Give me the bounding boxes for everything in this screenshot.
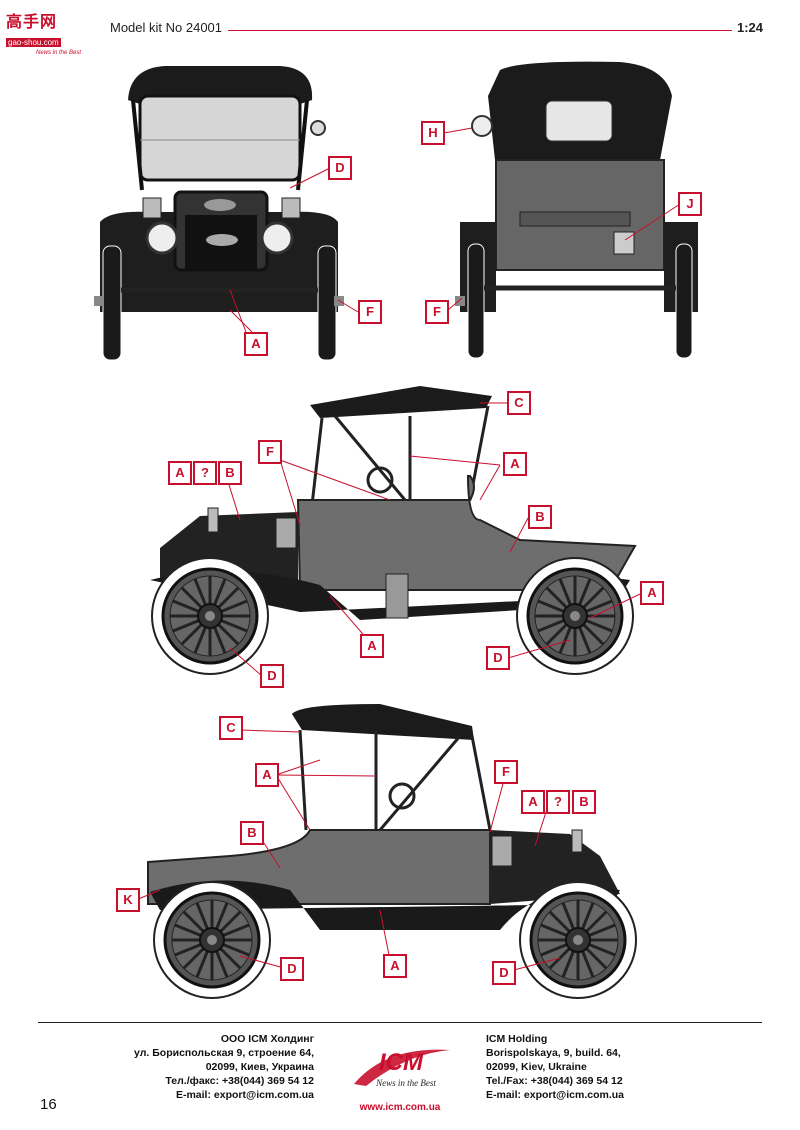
callout-rear-j: J [678,192,702,216]
callout-side2-a-top: A [255,763,279,787]
site-logo: 高手网 gao-shou.com News in the Best [6,8,98,56]
callout-side2-b-lamp: B [572,790,596,814]
side-view-2 [147,704,638,1000]
address-ru-line: 02099, Киев, Украина [205,1061,314,1073]
callout-side1-a-lamp: A [168,461,192,485]
address-ru-line: ул. Бориспольская 9, строение 64, [134,1047,314,1059]
callout-rear-f: F [425,300,449,324]
page-title: Model kit No 24001 [110,20,223,35]
website-link[interactable]: www.icm.com.ua [359,1102,441,1113]
address-russian: ООО ICM Холдинг ул. Бориспольская 9, стр… [134,1032,314,1102]
callout-side2-question: ? [546,790,570,814]
callout-side2-b-body: B [240,821,264,845]
callout-rear-h: H [421,121,445,145]
callout-side1-c: C [507,391,531,415]
side-view-1 [150,386,637,676]
callout-side2-c: C [219,716,243,740]
callout-side1-f: F [258,440,282,464]
icm-logo: ICM News in the Best [346,1044,456,1090]
callout-front-f: F [358,300,382,324]
callout-side2-a-frame: A [383,954,407,978]
address-en-line: E-mail: export@icm.com.ua [486,1089,625,1101]
callout-side1-d-rear: D [486,646,510,670]
callout-front-a: A [244,332,268,356]
callout-side1-a-top: A [503,452,527,476]
icm-logo-text: ICM [379,1049,424,1076]
callout-side2-f: F [494,760,518,784]
callout-side1-b-body: B [528,505,552,529]
callout-side2-d-rear: D [280,957,304,981]
callout-side1-a-frame: A [360,634,384,658]
address-ru-line: Тел./факс: +38(044) 369 54 12 [165,1075,314,1087]
address-en-line: 02099, Kiev, Ukraine [486,1061,587,1073]
callout-side2-a-lamp: A [521,790,545,814]
site-logo-tagline: News in the Best [36,50,82,56]
callout-side2-d-front: D [492,961,516,985]
rear-view [455,61,698,359]
page-number: 16 [40,1096,57,1113]
callout-side2-k: K [116,888,140,912]
address-ru-line: E-mail: export@icm.com.ua [175,1089,314,1101]
scale-label: 1:24 [737,20,764,35]
address-ru-line: ООО ICM Холдинг [220,1033,314,1045]
footer-rule [38,1022,762,1023]
callout-front-d: D [328,156,352,180]
callout-side1-question: ? [193,461,217,485]
callout-side1-b-lamp: B [218,461,242,485]
callout-side1-d-front: D [260,664,284,688]
address-en-line: Borispolskaya, 9, build. 64, [486,1047,621,1059]
front-view [94,66,344,361]
header-rule [228,30,732,31]
callout-side1-a-wheel: A [640,581,664,605]
address-english: ICM Holding Borispolskaya, 9, build. 64,… [486,1032,624,1102]
address-en-line: Tel./Fax: +38(044) 369 54 12 [486,1075,623,1087]
icm-logo-tagline: News in the Best [375,1078,436,1088]
address-en-line: ICM Holding [486,1033,548,1045]
site-logo-text: 高手网 [6,14,58,31]
site-logo-url: gao-shou.com [6,38,61,47]
